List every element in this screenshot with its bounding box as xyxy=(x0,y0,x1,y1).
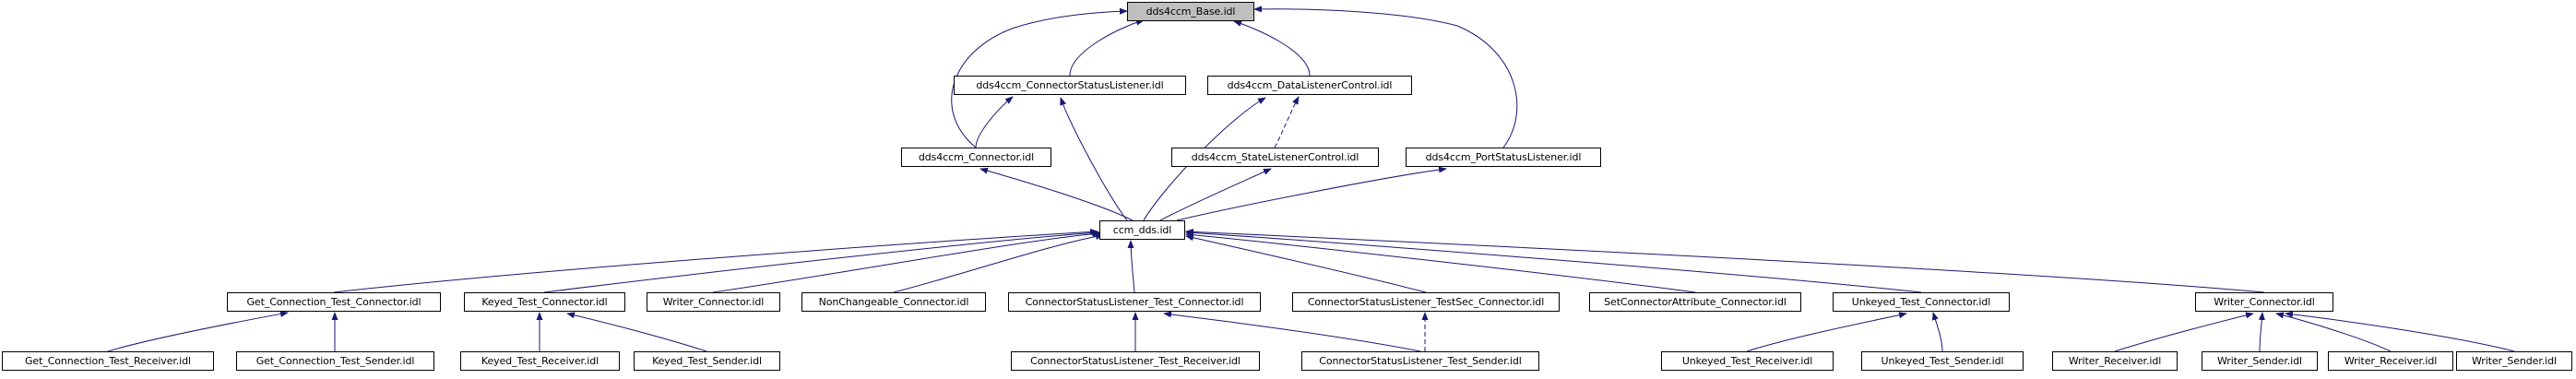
graph-node-label: Unkeyed_Test_Sender.idl xyxy=(1881,355,2004,367)
graph-node-label: dds4ccm_Connector.idl xyxy=(918,151,1035,163)
graph-node-get-connection-test-receiver[interactable]: Get_Connection_Test_Receiver.idl xyxy=(2,351,214,371)
graph-node-label: Writer_Receiver.idl xyxy=(2344,355,2438,367)
graph-node-label: ConnectorStatusListener_Test_Sender.idl xyxy=(1319,355,1522,367)
graph-node-label: Get_Connection_Test_Connector.idl xyxy=(246,296,421,308)
graph-node-writer-sender-1[interactable]: Writer_Sender.idl xyxy=(2202,351,2318,371)
graph-node-label: Keyed_Test_Connector.idl xyxy=(481,296,608,308)
graph-edge xyxy=(1233,20,1311,77)
graph-edge xyxy=(1746,312,1907,352)
graph-node-label: Writer_Sender.idl xyxy=(2217,355,2302,367)
graph-node-label: Writer_Connector.idl xyxy=(2214,296,2315,308)
graph-edge xyxy=(1185,228,2265,293)
graph-edge xyxy=(543,230,1100,293)
graph-node-get-connection-test-sender[interactable]: Get_Connection_Test_Sender.idl xyxy=(236,351,434,371)
graph-edge xyxy=(712,231,1101,293)
graph-node-label: dds4ccm_PortStatusListener.idl xyxy=(1425,151,1582,163)
graph-node-dds4ccm-portstatuslistener[interactable]: dds4ccm_PortStatusListener.idl xyxy=(1406,148,1601,167)
graph-node-keyed-test-sender[interactable]: Keyed_Test_Sender.idl xyxy=(634,351,780,371)
graph-edge xyxy=(2285,311,2515,352)
graph-edge xyxy=(1274,96,1300,148)
graph-node-label: NonChangeable_Connector.idl xyxy=(818,296,969,308)
graph-node-label: dds4ccm_StateListenerControl.idl xyxy=(1191,151,1359,163)
graph-node-label: Writer_Connector.idl xyxy=(662,296,765,308)
graph-node-unkeyed-test-receiver[interactable]: Unkeyed_Test_Receiver.idl xyxy=(1661,351,1834,371)
graph-node-connectorstatuslistener-test-connector[interactable]: ConnectorStatusListener_Test_Connector.i… xyxy=(1008,292,1261,312)
graph-edge xyxy=(1069,18,1145,77)
graph-node-label: Get_Connection_Test_Receiver.idl xyxy=(25,355,191,367)
graph-edge xyxy=(951,7,1128,148)
graph-edge xyxy=(2258,312,2265,352)
graph-node-label: ccm_dds.idl xyxy=(1112,224,1172,236)
graph-node-writer-connector-2[interactable]: Writer_Connector.idl xyxy=(2195,292,2333,312)
graph-node-dds4ccm-connectorstatuslistener[interactable]: dds4ccm_ConnectorStatusListener.idl xyxy=(954,76,1186,95)
graph-edge xyxy=(975,96,1014,148)
graph-node-writer-receiver-1[interactable]: Writer_Receiver.idl xyxy=(2052,351,2178,371)
graph-node-connectorstatuslistener-testsec-connector[interactable]: ConnectorStatusListener_TestSec_Connecto… xyxy=(1292,292,1560,312)
graph-node-label: Keyed_Test_Sender.idl xyxy=(652,355,762,367)
graph-node-label: ConnectorStatusListener_TestSec_Connecto… xyxy=(1307,296,1545,308)
graph-edge xyxy=(1159,168,1272,221)
graph-node-label: ConnectorStatusListener_Test_Receiver.id… xyxy=(1030,355,1241,367)
graph-node-keyed-test-connector[interactable]: Keyed_Test_Connector.idl xyxy=(464,292,625,312)
graph-node-connectorstatuslistener-test-receiver[interactable]: ConnectorStatusListener_Test_Receiver.id… xyxy=(1011,351,1260,371)
graph-edge xyxy=(333,228,1098,293)
graph-node-dds4ccm-statelistenercontrol[interactable]: dds4ccm_StateListenerControl.idl xyxy=(1171,148,1379,167)
graph-node-unkeyed-test-sender[interactable]: Unkeyed_Test_Sender.idl xyxy=(1861,351,2024,371)
graph-node-label: ConnectorStatusListener_Test_Connector.i… xyxy=(1025,296,1244,308)
graph-edge xyxy=(107,311,289,352)
graph-node-ccm-dds[interactable]: ccm_dds.idl xyxy=(1099,220,1185,240)
graph-node-label: dds4ccm_ConnectorStatusListener.idl xyxy=(976,79,1164,91)
graph-edge xyxy=(566,312,707,352)
graph-node-dds4ccm-base[interactable]: dds4ccm_Base.idl xyxy=(1127,2,1254,21)
graph-node-label: Keyed_Test_Receiver.idl xyxy=(481,355,599,367)
graph-node-connectorstatuslistener-test-sender[interactable]: ConnectorStatusListener_Test_Sender.idl xyxy=(1301,351,1539,371)
graph-edge xyxy=(1060,97,1128,221)
graph-node-label: dds4ccm_DataListenerControl.idl xyxy=(1227,79,1393,91)
graph-node-dds4ccm-connector[interactable]: dds4ccm_Connector.idl xyxy=(901,148,1051,167)
graph-edge xyxy=(2114,312,2254,352)
graph-edge xyxy=(1185,230,1922,293)
graph-node-setconnectorattribute-connector[interactable]: SetConnectorAttribute_Connector.idl xyxy=(1589,292,1801,312)
graph-edge xyxy=(1176,166,1447,221)
graph-node-label: Writer_Sender.idl xyxy=(2472,355,2557,367)
graph-node-nonchangeable-connector[interactable]: NonChangeable_Connector.idl xyxy=(801,292,986,312)
graph-node-label: Writer_Receiver.idl xyxy=(2068,355,2162,367)
graph-node-unkeyed-test-connector[interactable]: Unkeyed_Test_Connector.idl xyxy=(1833,292,2010,312)
graph-node-label: Unkeyed_Test_Receiver.idl xyxy=(1681,355,1813,367)
graph-node-writer-receiver-2[interactable]: Writer_Receiver.idl xyxy=(2328,351,2453,371)
graph-edge xyxy=(1185,234,1427,293)
graph-edge xyxy=(893,232,1104,293)
graph-node-label: Get_Connection_Test_Sender.idl xyxy=(255,355,415,367)
graph-node-writer-sender-2[interactable]: Writer_Sender.idl xyxy=(2456,351,2572,371)
graph-node-writer-connector[interactable]: Writer_Connector.idl xyxy=(647,292,780,312)
graph-edge xyxy=(979,167,1134,221)
graph-node-label: dds4ccm_Base.idl xyxy=(1146,6,1236,18)
graph-edge xyxy=(1127,240,1135,293)
graph-edge xyxy=(1253,6,1518,148)
graph-node-label: Unkeyed_Test_Connector.idl xyxy=(1851,296,1991,308)
graph-node-get-connection-test-connector[interactable]: Get_Connection_Test_Connector.idl xyxy=(227,292,441,312)
graph-edge xyxy=(1163,311,1421,352)
graph-node-label: SetConnectorAttribute_Connector.idl xyxy=(1604,296,1787,308)
graph-edge xyxy=(1932,312,1943,352)
graph-node-keyed-test-receiver[interactable]: Keyed_Test_Receiver.idl xyxy=(460,351,620,371)
graph-edge xyxy=(1185,231,1696,293)
graph-node-dds4ccm-datalistenercontrol[interactable]: dds4ccm_DataListenerControl.idl xyxy=(1207,76,1412,95)
